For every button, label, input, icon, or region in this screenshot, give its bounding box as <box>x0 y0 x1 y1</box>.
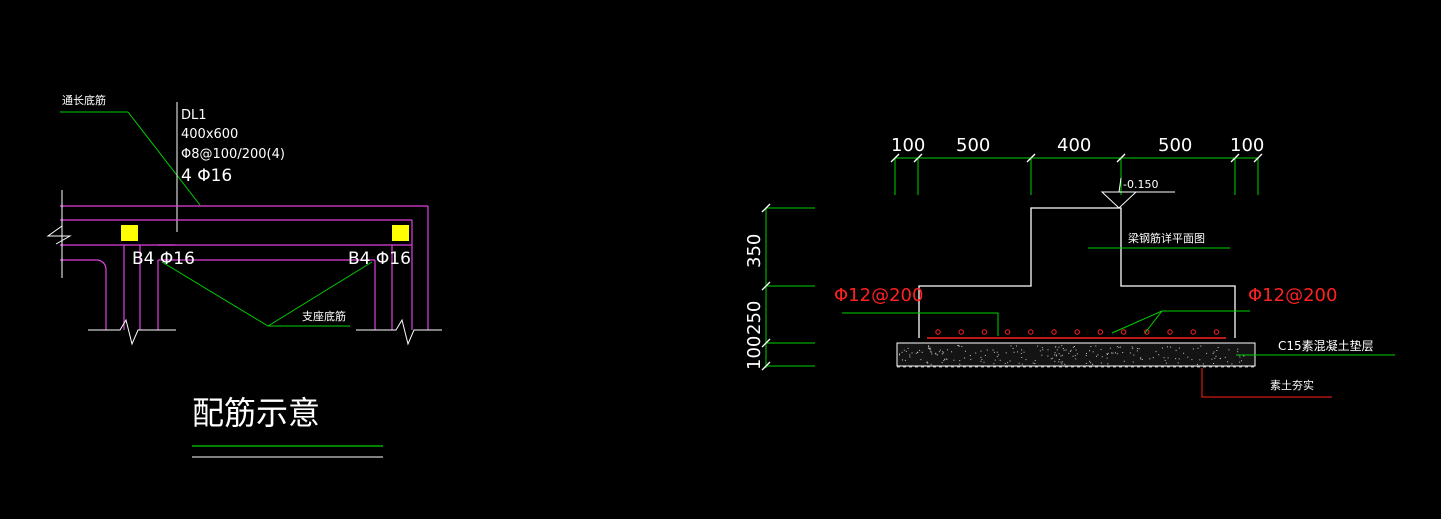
rebar-dot <box>1051 329 1057 335</box>
rebar-label-right: Φ12@200 <box>1248 285 1337 306</box>
corner-bar-left <box>121 225 138 241</box>
rebar-dot <box>958 329 964 335</box>
rebar-leaders <box>842 310 1250 336</box>
beam-annotation: DL1 400x600 Φ8@100/200(4) 4 Φ16 <box>176 102 285 232</box>
rebar-dot <box>1028 329 1034 335</box>
dim-left-1: 350 <box>744 234 765 268</box>
dim-top-3: 400 <box>1057 135 1091 156</box>
rebar-dot <box>1167 329 1173 335</box>
dim-left-2: 250 <box>744 301 765 335</box>
dimension-chain-top: 100 500 400 500 100 <box>890 135 1264 195</box>
bottom-bars-right: B4 Φ16 <box>348 249 411 269</box>
corner-bar-right <box>392 225 409 241</box>
foundation-outline <box>918 207 1236 338</box>
dim-top-5: 100 <box>1230 135 1264 156</box>
label-continuous-bottom-bar: 通长底筋 <box>62 93 106 107</box>
beam-stirrup: Φ8@100/200(4) <box>181 147 285 162</box>
rebar-dot <box>1144 329 1150 335</box>
dim-top-1: 100 <box>891 135 925 156</box>
concrete-edges <box>46 190 442 346</box>
rebar-dot <box>1074 329 1080 335</box>
beam-size: 400x600 <box>181 127 238 142</box>
rebar-dot <box>981 329 988 335</box>
rebar-dot <box>935 329 941 335</box>
dim-top-4: 500 <box>1158 135 1192 156</box>
bottom-bars-left: B4 Φ16 <box>132 249 195 269</box>
rebar-dot <box>1097 329 1104 335</box>
soil-label: 素土夯实 <box>1270 378 1314 392</box>
dim-top-2: 500 <box>956 135 990 156</box>
dim-left-3: 100 <box>744 336 765 370</box>
rebar-schematic: 通长底筋 DL1 400x600 Φ8@100/200(4) 4 Φ16 <box>46 93 442 458</box>
label-support-bottom-bars: 支座底筋 <box>302 309 346 323</box>
soil-leader <box>1201 368 1332 398</box>
foundation-section: 100 500 400 500 100 350 250 100 <box>744 135 1395 398</box>
rebar-dot <box>1190 329 1196 335</box>
dimension-chain-left: 350 250 100 <box>744 203 815 371</box>
cushion-label: C15素混凝土垫层 <box>1278 338 1374 353</box>
rebar-dot <box>1004 329 1011 335</box>
beam-name: DL1 <box>181 108 207 123</box>
caption-rebar-schematic: 配筋示意 <box>192 394 320 432</box>
beam-outline <box>60 205 429 330</box>
rebar-dots <box>935 329 1220 335</box>
elevation-value: -0.150 <box>1123 178 1158 191</box>
rebar-dot <box>1120 329 1127 335</box>
beam-top-bars: 4 Φ16 <box>181 166 232 186</box>
elevation-marker: -0.150 <box>1100 177 1175 209</box>
beam-ref-label: 梁钢筋详平面图 <box>1128 231 1205 245</box>
cushion-speckles <box>899 345 1245 365</box>
leader-continuous-bottom-bar: 通长底筋 <box>60 93 201 206</box>
rebar-dot <box>1213 329 1220 335</box>
leader-support-bottom-bars <box>161 261 373 327</box>
rebar-label-left: Φ12@200 <box>834 285 923 306</box>
